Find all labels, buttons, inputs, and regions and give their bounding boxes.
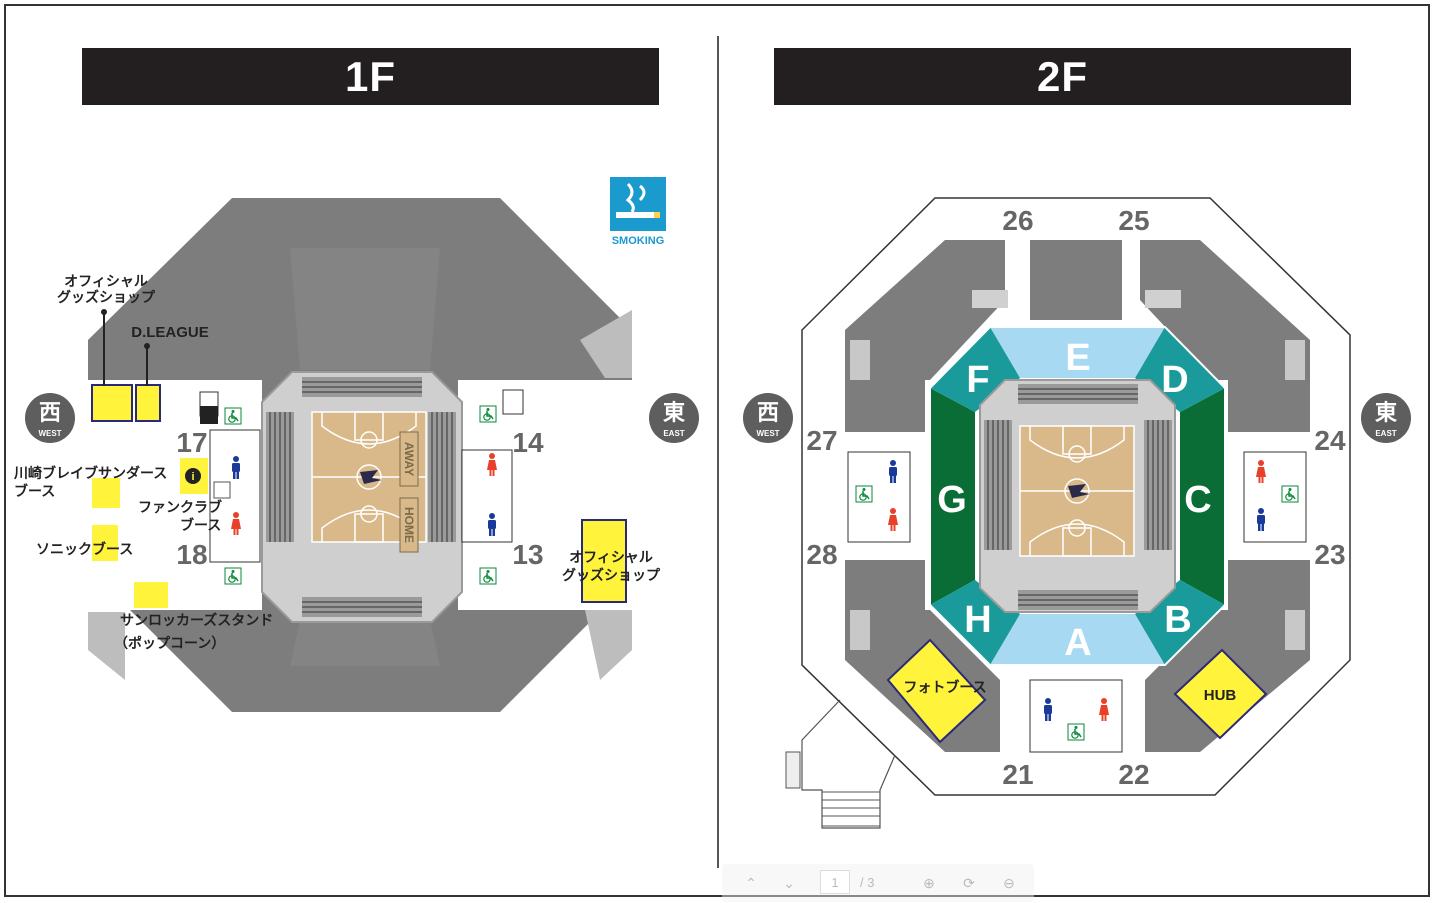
- sunrockers-label-1: サンロッカーズスタンド: [120, 612, 273, 628]
- zoom-in-icon[interactable]: ⊕: [923, 875, 935, 891]
- gate-25: 25: [1118, 205, 1149, 236]
- compass-west-1f-kanji: 西: [39, 400, 61, 425]
- stairs-1f: [585, 610, 632, 680]
- compass-east-1f-en: EAST: [663, 429, 684, 438]
- sunrockers-label-2: （ポップコーン）: [114, 635, 225, 651]
- official-goods-west-label-1: オフィシャル: [64, 273, 148, 289]
- gate-27: 27: [806, 425, 837, 456]
- compass-west-2f-kanji: 西: [757, 400, 779, 425]
- floor-title-2f: 2F: [774, 48, 1351, 105]
- gate-18: 18: [176, 539, 207, 570]
- hub-booth: [1173, 648, 1268, 740]
- official-goods-east-label-2: グッズショップ: [562, 567, 661, 583]
- section-F-label: F: [966, 359, 989, 401]
- page-total: / 3: [860, 875, 875, 890]
- stairs-1f: [580, 310, 632, 378]
- gate-17: 17: [176, 427, 207, 458]
- gate-21: 21: [1002, 759, 1033, 790]
- map-frame: [4, 4, 1430, 897]
- sunrockers-stand-booth: [134, 582, 168, 608]
- section-E-label: E: [1065, 337, 1090, 379]
- stairs-1f: [88, 612, 125, 680]
- compass-west-1f-en: WEST: [38, 429, 61, 438]
- smoking-icon: [610, 177, 666, 231]
- south-restroom-2f: [1029, 679, 1123, 753]
- sonic-booth: [92, 525, 118, 561]
- compass-west-1f: [25, 393, 75, 443]
- zoom-out-icon[interactable]: ⊖: [1003, 875, 1015, 891]
- home-label: HOME: [402, 507, 416, 543]
- block-north: [1030, 240, 1122, 320]
- info-icon: i: [191, 471, 194, 483]
- hub-label: HUB: [1204, 687, 1237, 704]
- compass-east-2f-kanji: 東: [1375, 400, 1397, 425]
- seating-block: [290, 620, 440, 666]
- smoking-label: SMOKING: [612, 235, 665, 247]
- east-restroom-area: [461, 449, 513, 543]
- gate-22: 22: [1118, 759, 1149, 790]
- section-H-label: H: [964, 599, 991, 641]
- compass-east-1f-kanji: 東: [663, 400, 685, 425]
- block-nw: [845, 240, 1005, 380]
- compass-west-2f-en: WEST: [756, 429, 779, 438]
- gate-23: 23: [1314, 539, 1345, 570]
- fanclub-label-1: ファンクラブ: [138, 499, 222, 515]
- section-C-label: C: [1184, 479, 1211, 521]
- elevator-icon: [785, 751, 801, 789]
- baby-stroller-parking-east: [502, 389, 524, 415]
- compass-east-2f: [1361, 393, 1411, 443]
- floor-2f-map: E A G C F D H B 26 25 27 28 24 23 21 22 …: [743, 197, 1411, 829]
- official-goods-shop-west-booth: [91, 384, 133, 422]
- official-goods-west-label-2: グッズショップ: [57, 289, 156, 305]
- dleague-label: D.LEAGUE: [131, 324, 209, 341]
- section-G-label: G: [937, 479, 967, 521]
- rotate-icon[interactable]: ⟳: [963, 875, 975, 891]
- section-A: [990, 614, 1165, 665]
- kawasaki-label-1: 川崎ブレイブサンダース: [13, 465, 167, 481]
- compass-west-2f: [743, 393, 793, 443]
- section-E: [990, 327, 1165, 378]
- compass-east-2f-en: EAST: [1375, 429, 1396, 438]
- away-label: AWAY: [402, 442, 416, 476]
- pdf-viewer-toolbar: ⌃ ⌄ 1 / 3 ⊕ ⟳ ⊖: [722, 864, 1034, 902]
- gate-28: 28: [806, 539, 837, 570]
- gate-13: 13: [512, 539, 543, 570]
- gate-14: 14: [512, 427, 544, 458]
- dleague-booth: [135, 384, 161, 422]
- chevron-up-icon[interactable]: ⌃: [745, 875, 757, 891]
- floor-title-1f: 1F: [82, 48, 659, 105]
- gate-26: 26: [1002, 205, 1033, 236]
- page-number-input[interactable]: 1: [820, 870, 850, 894]
- official-goods-east-label-1: オフィシャル: [569, 549, 653, 565]
- section-B-label: B: [1164, 599, 1191, 641]
- photo-booth-label: フォトブース: [903, 679, 986, 695]
- official-goods-shop-east-booth: [581, 519, 627, 603]
- floor-divider: [717, 36, 719, 868]
- kawasaki-label-2: ブース: [14, 483, 55, 499]
- sonic-label: ソニックブース: [36, 541, 133, 557]
- section-C: [1180, 388, 1225, 605]
- section-G: [930, 388, 975, 605]
- fanclub-label-2: ブース: [180, 517, 221, 533]
- kawasaki-brave-thunders-booth: [92, 478, 120, 508]
- section-A-label: A: [1064, 622, 1091, 664]
- compass-east-1f: [649, 393, 699, 443]
- floor-1f-map: AWAY HOME 17 18 14 13 i: [13, 177, 699, 712]
- section-D-label: D: [1161, 359, 1188, 401]
- gate-24: 24: [1314, 425, 1346, 456]
- photo-booth: [886, 638, 987, 744]
- seating-block: [290, 248, 440, 370]
- chevron-down-icon[interactable]: ⌄: [783, 875, 795, 891]
